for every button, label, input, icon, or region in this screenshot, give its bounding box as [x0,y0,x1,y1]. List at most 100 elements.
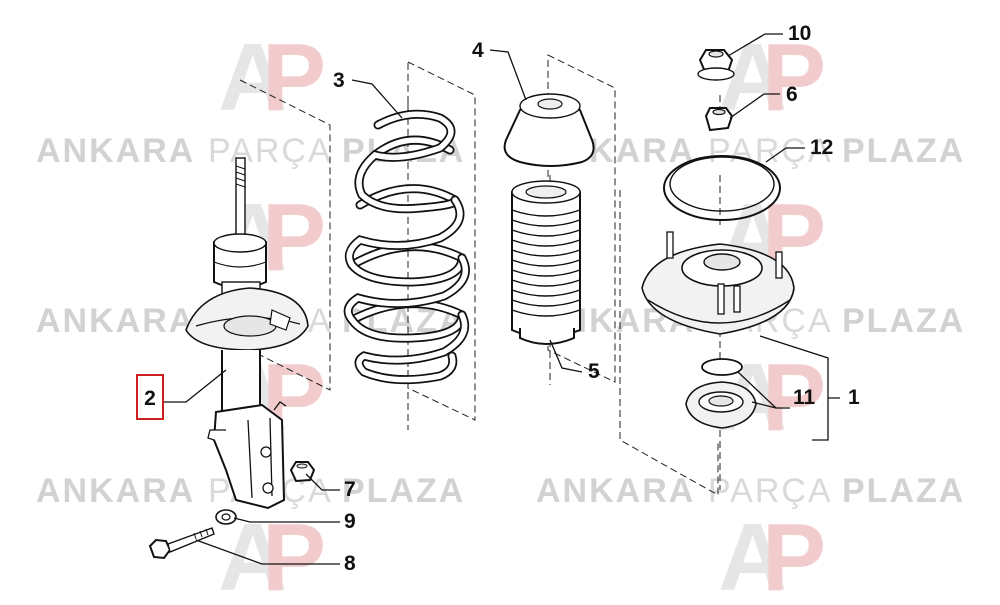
watermark-layer: A P A P A P A P A P A P A P A P [36,24,965,605]
watermark-logo-a: A [718,504,787,600]
part-shock-absorber-strut [185,157,309,510]
callout-1: 1 [848,386,860,409]
watermark-logo-p: P [262,24,326,131]
strut-bracket-hole-upper [260,446,272,458]
seal-ring-inner [669,156,775,212]
bolt-shank [167,527,215,553]
watermark-word-parca: PARÇA [708,132,833,170]
spring-coil-front-inner [345,255,469,341]
washer-hole [221,513,231,521]
callout-10: 10 [788,22,811,45]
mount-base-edge [647,299,791,324]
callout-4: 4 [472,39,484,62]
callout-12: 12 [810,136,833,159]
callout-11: 11 [793,386,816,409]
leader-8 [195,539,340,565]
part-nut-6 [704,107,734,132]
leader-4 [489,49,527,101]
watermark-word-ankara: ANKARA [536,472,695,510]
part-dust-boot [511,180,581,345]
nut-10-hole [708,50,724,58]
strut-knuckle-bracket [212,403,286,510]
guide-spring-frame [407,61,476,421]
part-bump-stop-cap [503,93,595,167]
bearing-hole [708,395,734,407]
watermark-word-ankara: ANKARA [36,132,195,170]
part-seal-ring [663,155,781,221]
watermark-word-plaza: PLAZA [842,302,965,340]
leader-2 [163,369,227,403]
part-coil-spring [343,109,470,385]
bump-stop-hole [537,98,563,110]
bolt-head [148,538,172,560]
watermark-logo-p: P [762,24,826,131]
watermark-word-ankara: ANKARA [36,302,195,340]
strut-rod-thread [235,165,246,188]
leader-12 [765,147,805,163]
strut-bracket-edges [247,417,273,499]
spring-coil-front-inner [356,312,468,383]
watermark-word-parca: PARÇA [208,132,333,170]
callout-3: 3 [333,69,345,92]
part-top-mount [641,231,795,335]
part-washer-9 [215,509,237,525]
watermark-logo-p: P [262,184,326,291]
leader-1-bracket [759,335,840,441]
watermark-logo-p: P [762,344,826,451]
watermark-logo-a: A [218,24,287,131]
o-ring [701,358,743,376]
mount-center-hole [703,253,741,271]
leader-9 [233,517,340,523]
leader-10 [727,33,783,57]
part-flange-nut-10 [697,49,735,81]
watermark-word-plaza: PLAZA [842,132,965,170]
watermark-word-plaza: PLAZA [842,472,965,510]
boot-top-hole [525,185,567,199]
spring-coil-front-inner [356,111,458,212]
callout-2: 2 [144,387,156,410]
watermark-logo: A P [718,504,826,605]
watermark-text-row: ANKARA PARÇA PLAZA [536,132,965,170]
part-o-ring [701,358,743,376]
leader-5 [549,339,583,373]
leader-lines [163,33,840,565]
watermark-logo-p: P [762,504,826,600]
callout-5: 5 [588,360,600,383]
boot-body [511,185,581,339]
bolt-thread [193,528,209,540]
strut-upper-cap [213,233,267,253]
watermark-text-row: ANKARA PARÇA PLAZA [536,472,965,510]
boot-bottom-ring [519,328,575,345]
watermark-logo: A P [218,24,326,131]
callout-7: 7 [344,478,356,501]
callout-2-highlight-box [136,374,164,420]
callout-8: 8 [344,552,356,575]
strut-bracket-lip [207,429,226,441]
guide-mount-frame [619,190,719,496]
callout-labels: 2 1 3 4 5 6 7 8 9 10 11 12 [136,22,860,575]
strut-seat-tab [269,309,291,331]
nut-6-hole [712,108,726,116]
part-bearing [685,381,757,429]
nut-10-flange [697,67,735,81]
watermark-word-parca: PARÇA [708,472,833,510]
mount-studs [666,231,783,315]
callout-6: 6 [786,83,798,106]
part-bolt-8 [148,527,215,560]
strut-seat-hole [223,315,277,337]
seal-ring-outer [663,155,781,221]
watermark-word-plaza: PLAZA [342,472,465,510]
nut-7-hole [296,463,308,469]
leader-3 [351,79,403,119]
watermark-logo-p: P [262,504,326,600]
strut-band [213,261,267,268]
guide-strut-frame [239,79,331,391]
leader-11 [737,371,790,409]
boot-bellows [511,209,581,317]
leader-6 [729,93,780,119]
spring-coil-front-inner [346,197,465,285]
watermark-word-ankara: ANKARA [36,472,195,510]
callout-9: 9 [344,510,356,533]
